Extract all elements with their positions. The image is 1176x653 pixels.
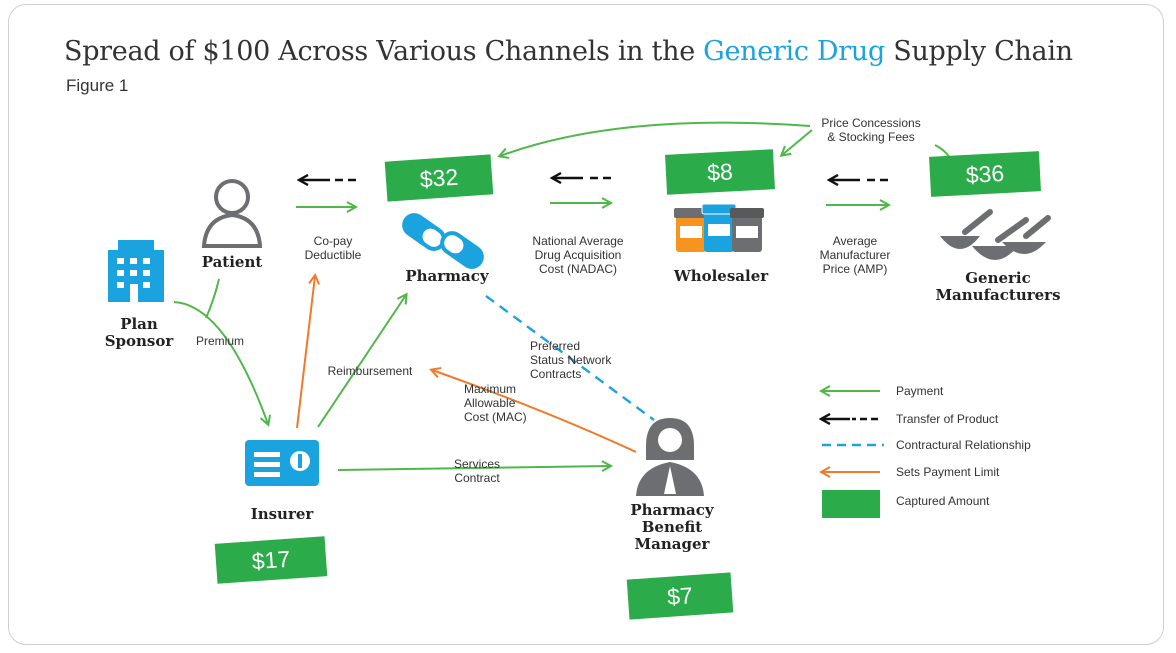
mac-line3: Cost (MAC) [464, 410, 527, 424]
insurer-amount: $17 [214, 536, 328, 584]
pills-icon [402, 213, 484, 269]
amp-line2: Manufacturer [819, 248, 891, 262]
amp-line3: Price (AMP) [822, 262, 888, 276]
manufacturers-line2: Manufacturers [935, 286, 1061, 304]
amp-line1: Average [832, 234, 878, 248]
pbm-person-icon [636, 418, 704, 496]
copay-line2: Deductible [304, 248, 362, 262]
services-line2: Contract [454, 471, 500, 485]
title-prefix: Spread of $100 Across Various Channels i… [64, 36, 704, 67]
manufacturers-amount: $36 [929, 151, 1041, 197]
payment-arrow-insurer-pharmacy [317, 295, 406, 428]
insurer-label: Insurer [250, 505, 314, 523]
figure-title: Spread of $100 Across Various Channels i… [64, 36, 1073, 67]
limit-arrows [296, 276, 637, 453]
mortar-pestle-icon [940, 209, 1051, 260]
legend-captured-text: Captured Amount [896, 494, 990, 508]
legend-contract-text: Contractural Relationship [896, 438, 1031, 452]
figure-frame [8, 4, 1164, 645]
mac-line1: Maximum [464, 382, 517, 396]
payment-arrows [173, 121, 951, 470]
building-icon [108, 240, 164, 302]
payment-arrow-price-concessions-wholesaler [782, 129, 813, 155]
legend-marks [822, 391, 884, 518]
services-line1: Services [453, 457, 500, 471]
plan-sponsor-line1: Plan [120, 315, 158, 333]
limit-arrow-insurer-copay [296, 276, 315, 429]
pharmacy-label: Pharmacy [405, 267, 489, 285]
legend-transfer-text: Transfer of Product [896, 412, 999, 426]
price-concessions-label: Price Concessions& Stocking Fees [806, 116, 936, 144]
preferred-line3: Contracts [530, 367, 582, 381]
figure-number: Figure 1 [66, 76, 129, 95]
preferred-line1: Preferred [530, 339, 581, 353]
price-concessions-line1: Price Concessions [821, 116, 921, 130]
legend-captured-mark [822, 490, 880, 518]
patient-icon [201, 179, 263, 248]
payment-arrow-price-concessions-pharmacy [500, 121, 811, 156]
payment-arrow-insurer-pbm [337, 466, 610, 470]
copay-line1: Co-pay [313, 234, 353, 248]
mac-line2: Allowable [464, 396, 516, 410]
bottles-icon [674, 203, 764, 252]
preferred-line2: Status Network [530, 353, 612, 367]
price-concessions-line2: & Stocking Fees [827, 130, 915, 144]
plan-sponsor-line2: Sponsor [104, 332, 174, 350]
payment-arrow-patient-premium [205, 278, 220, 319]
product-arrows [300, 178, 888, 180]
contract-line-pharmacy-pbm [485, 295, 655, 421]
insurance-card-icon [245, 440, 319, 486]
nadac-line2: Drug Acquisition [534, 248, 622, 262]
legend-limit-text: Sets Payment Limit [896, 465, 1000, 479]
payment-arrow-sponsor-insurer [173, 301, 268, 424]
manufacturers-line1: Generic [965, 269, 1031, 287]
patient-label: Patient [201, 253, 263, 271]
legend-payment-text: Payment [896, 384, 944, 398]
nadac-line3: Cost (NADAC) [538, 262, 617, 276]
title-highlight: Generic Drug [703, 36, 885, 67]
pbm-line1: Pharmacy [630, 501, 714, 519]
wholesaler-label: Wholesaler [673, 267, 769, 285]
wholesaler-amount: $8 [665, 149, 775, 195]
pbm-line2: Benefit [641, 518, 703, 536]
title-suffix: Supply Chain [884, 36, 1073, 67]
limit-arrow-pbm-reimbursement [432, 370, 637, 453]
premium-label: Premium [196, 334, 245, 348]
pharmacy-amount: $32 [384, 154, 494, 202]
pbm-line3: Manager [634, 535, 710, 553]
nadac-line1: National Average [532, 234, 624, 248]
reimbursement-label: Reimbursement [327, 364, 413, 378]
pbm-amount: $7 [626, 572, 734, 620]
